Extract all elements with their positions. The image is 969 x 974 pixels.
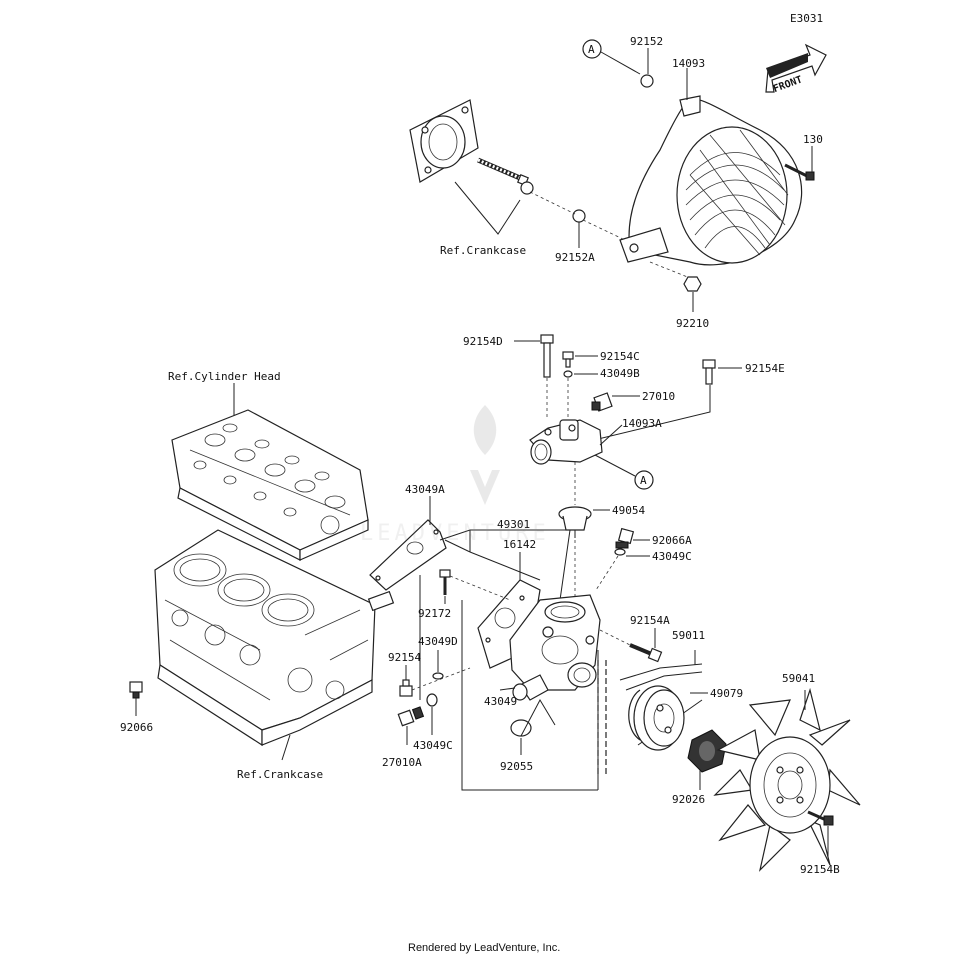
sensor-27010a	[397, 706, 425, 727]
front-arrow-icon: FRONT	[765, 43, 827, 95]
spacer-92026	[687, 729, 727, 773]
water-pump	[509, 594, 601, 701]
nut-92210	[683, 276, 702, 292]
label-92055: 92055	[500, 760, 533, 773]
label-14093a: 14093A	[622, 417, 662, 430]
plug-92066	[129, 681, 143, 699]
diagram-code: E3031	[790, 12, 823, 25]
label-92154: 92154	[388, 651, 421, 664]
fan-shroud	[619, 95, 803, 266]
thermostat-housing	[529, 419, 603, 465]
ref-crankcase-top: Ref.Crankcase	[440, 244, 526, 257]
bolt-130	[784, 163, 815, 181]
bolt-92172	[439, 569, 451, 595]
gasket-43049a	[369, 519, 447, 591]
flange-plate	[409, 99, 479, 183]
bolt-92154a	[629, 643, 663, 663]
bolt-92154b	[807, 810, 834, 826]
label-92152: 92152	[630, 35, 663, 48]
label-92154c: 92154C	[600, 350, 640, 363]
nut-92152a-1	[520, 181, 534, 195]
bolt-92154	[399, 679, 413, 697]
label-92154b: 92154B	[800, 863, 840, 876]
label-130: 130	[803, 133, 823, 146]
label-59041: 59041	[782, 672, 815, 685]
label-43049d: 43049D	[418, 635, 458, 648]
bolt-92154e	[702, 359, 716, 385]
label-92210: 92210	[676, 317, 709, 330]
bolt-92154d	[540, 334, 554, 378]
label-92152a: 92152A	[555, 251, 595, 264]
label-16142: 16142	[503, 538, 536, 551]
label-49054: 49054	[612, 504, 645, 517]
label-43049c-bottom: 43049C	[413, 739, 453, 752]
watermark-logo: LEADVENTURE	[360, 405, 550, 546]
label-92154a: 92154A	[630, 614, 670, 627]
label-43049a: 43049A	[405, 483, 445, 496]
ref-cylinder-head: Ref.Cylinder Head	[168, 370, 281, 383]
cylinder-head	[171, 409, 369, 561]
sensor-27010	[591, 392, 613, 412]
thermostat-49054	[558, 506, 592, 538]
plug-92066a	[615, 527, 635, 549]
label-14093: 14093	[672, 57, 705, 70]
footer-credit: Rendered by LeadVenture, Inc.	[408, 942, 560, 954]
bolt-92154c	[562, 351, 574, 368]
washer-43049b	[563, 370, 573, 378]
label-43049b: 43049B	[600, 367, 640, 380]
callout-a-bottom: A	[594, 454, 654, 490]
washer-43049c-top	[614, 548, 626, 556]
watermark-text: LEADVENTURE	[360, 521, 550, 546]
label-49301: 49301	[497, 518, 530, 531]
svg-text:A: A	[640, 474, 647, 487]
nut-92152	[640, 74, 654, 88]
stud-bolt	[477, 157, 529, 186]
label-49079: 49079	[710, 687, 743, 700]
label-92066a: 92066A	[652, 534, 692, 547]
label-43049: 43049	[484, 695, 517, 708]
callout-a-top: A	[582, 39, 641, 75]
label-92066: 92066	[120, 721, 153, 734]
label-92154e: 92154E	[745, 362, 785, 375]
pulley-49079	[633, 685, 685, 751]
washer-43049d	[432, 672, 444, 680]
label-27010a: 27010A	[382, 756, 422, 769]
label-92026: 92026	[672, 793, 705, 806]
label-92154d: 92154D	[463, 335, 503, 348]
ref-crankcase-bottom: Ref.Crankcase	[237, 768, 323, 781]
label-43049c-top: 43049C	[652, 550, 692, 563]
washer-43049c-bottom	[426, 693, 438, 707]
label-27010: 27010	[642, 390, 675, 403]
fan-59041	[713, 687, 861, 872]
cylinder-block	[154, 529, 395, 747]
svg-text:A: A	[588, 43, 595, 56]
label-59011: 59011	[672, 629, 705, 642]
label-92172: 92172	[418, 607, 451, 620]
